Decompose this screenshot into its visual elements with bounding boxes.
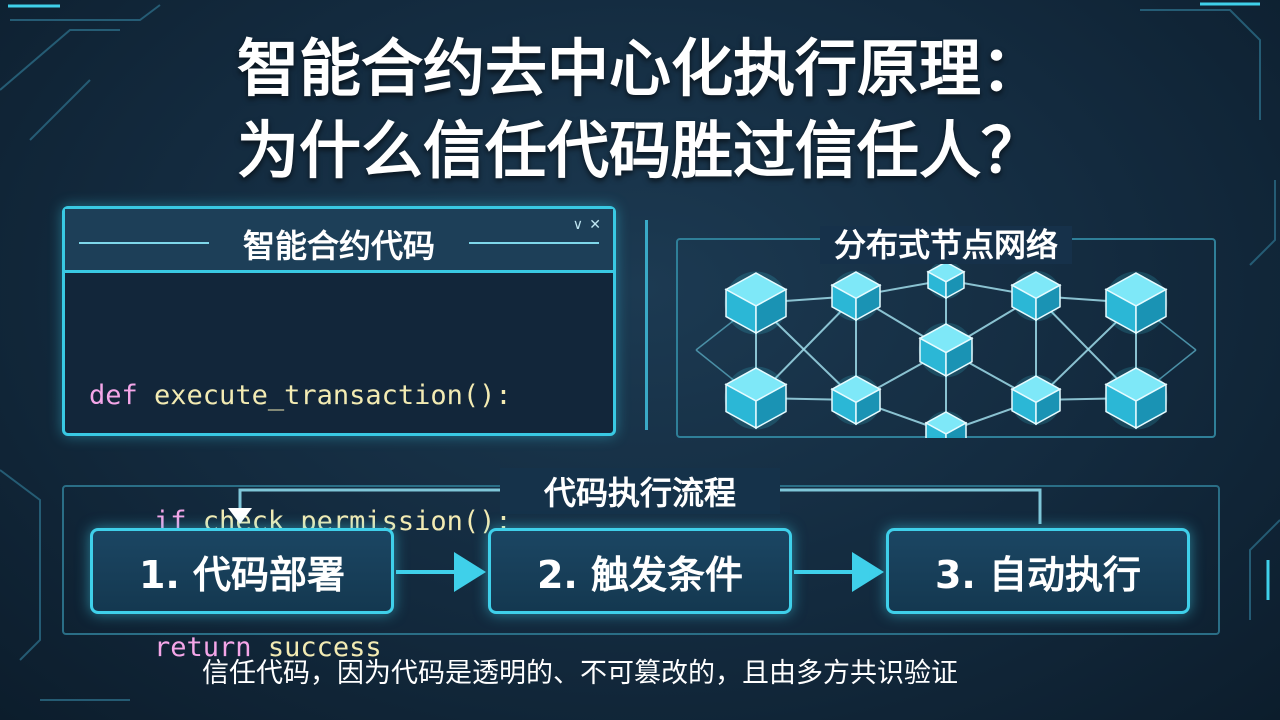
network-node-cube-icon (1104, 366, 1168, 430)
code-text: execute_transaction(): (137, 380, 512, 411)
code-text: success (251, 632, 382, 663)
network-node-cube-icon (918, 322, 974, 378)
flow-title: 代码执行流程 (500, 468, 780, 514)
network-node-cube-icon (1010, 374, 1062, 426)
network-node-cube-icon (724, 366, 788, 430)
network-node-cube-icon (724, 271, 788, 335)
close-icon[interactable]: ✕ (589, 217, 601, 233)
header-divider-right (469, 242, 599, 244)
code-panel-header: 智能合约代码 ∨ ✕ (65, 209, 613, 273)
network-panel-title-wrap: 分布式节点网络 (676, 220, 1216, 266)
chevron-down-icon[interactable]: ∨ (572, 217, 583, 233)
network-diagram (695, 261, 1197, 438)
network-node-cube-icon (926, 261, 966, 300)
header-divider-left (79, 242, 209, 244)
code-keyword: def (89, 380, 138, 411)
flow-step-execute: 3. 自动执行 (886, 528, 1190, 614)
loop-back-arrowhead (228, 508, 252, 524)
flow-step-trigger: 2. 触发条件 (488, 528, 792, 614)
network-node-cube-icon (830, 270, 882, 322)
code-panel-title: 智能合约代码 (242, 227, 435, 265)
network-panel-title: 分布式节点网络 (819, 226, 1072, 264)
page-title: 智能合约去中心化执行原理： 为什么信任代码胜过信任人？ (0, 28, 1280, 192)
flow-step-deploy: 1. 代码部署 (90, 528, 394, 614)
network-node-cube-icon (1104, 271, 1168, 335)
title-line-1: 智能合约去中心化执行原理： (236, 32, 1043, 105)
caption: 信任代码，因为代码是透明的、不可篡改的，且由多方共识验证 (202, 658, 958, 689)
code-line: def execute_transaction(): (89, 375, 613, 417)
network-node-cube-icon (924, 411, 968, 438)
network-node-cube-icon (1010, 270, 1062, 322)
panel-divider (645, 220, 648, 430)
network-node-cube-icon (830, 374, 882, 426)
code-keyword: return (89, 632, 252, 663)
code-line: return success (89, 627, 613, 669)
title-line-2: 为什么信任代码胜过信任人？ (236, 114, 1043, 187)
